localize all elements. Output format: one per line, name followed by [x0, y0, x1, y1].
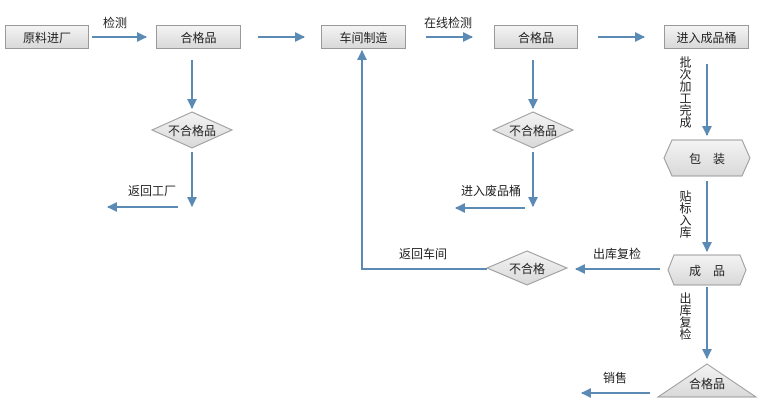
label-unqualified-1: 不合格品: [167, 123, 216, 138]
node-raw-material: 原料进厂: [5, 25, 89, 49]
edge-label-label-store: 贴标入库: [678, 190, 692, 238]
diamond-unqualified-3: [485, 250, 569, 286]
label-unqualified-2: 不合格品: [508, 123, 557, 138]
node-workshop: 车间制造: [321, 25, 406, 49]
label-finished-goods: 成 品: [688, 263, 725, 278]
diamond-unqualified-1: [150, 111, 234, 149]
edge-label-recheck-2: 出库复检: [678, 292, 692, 340]
edge-label-inspect: 检测: [103, 16, 128, 30]
edge-label-return-factory: 返回工厂: [128, 184, 177, 198]
hexagon-packaging: [663, 139, 751, 177]
node-qualified-2: 合格品: [494, 25, 578, 49]
label-qualified-3: 合格品: [688, 376, 725, 391]
edge-label-online-inspect: 在线检测: [424, 16, 473, 30]
node-qualified-1: 合格品: [156, 25, 241, 49]
edge-label-recheck-1: 出库复检: [593, 247, 642, 261]
hexagon-finished: [667, 254, 747, 286]
edge-label-waste-bin: 进入废品桶: [461, 184, 522, 198]
edge-label-sales: 销售: [603, 371, 628, 385]
edge-label-return-workshop: 返回车间: [399, 247, 448, 261]
label-packaging: 包 装: [688, 151, 725, 166]
edge-label-batch-done: 批次加工完成: [678, 56, 692, 128]
node-finished-bin: 进入成品桶: [664, 25, 749, 49]
diamond-unqualified-2: [491, 111, 575, 149]
arrow-return-workshop: [357, 50, 487, 270]
label-unqualified-3: 不合格: [508, 261, 545, 276]
triangle-qualified-3: [656, 363, 758, 398]
